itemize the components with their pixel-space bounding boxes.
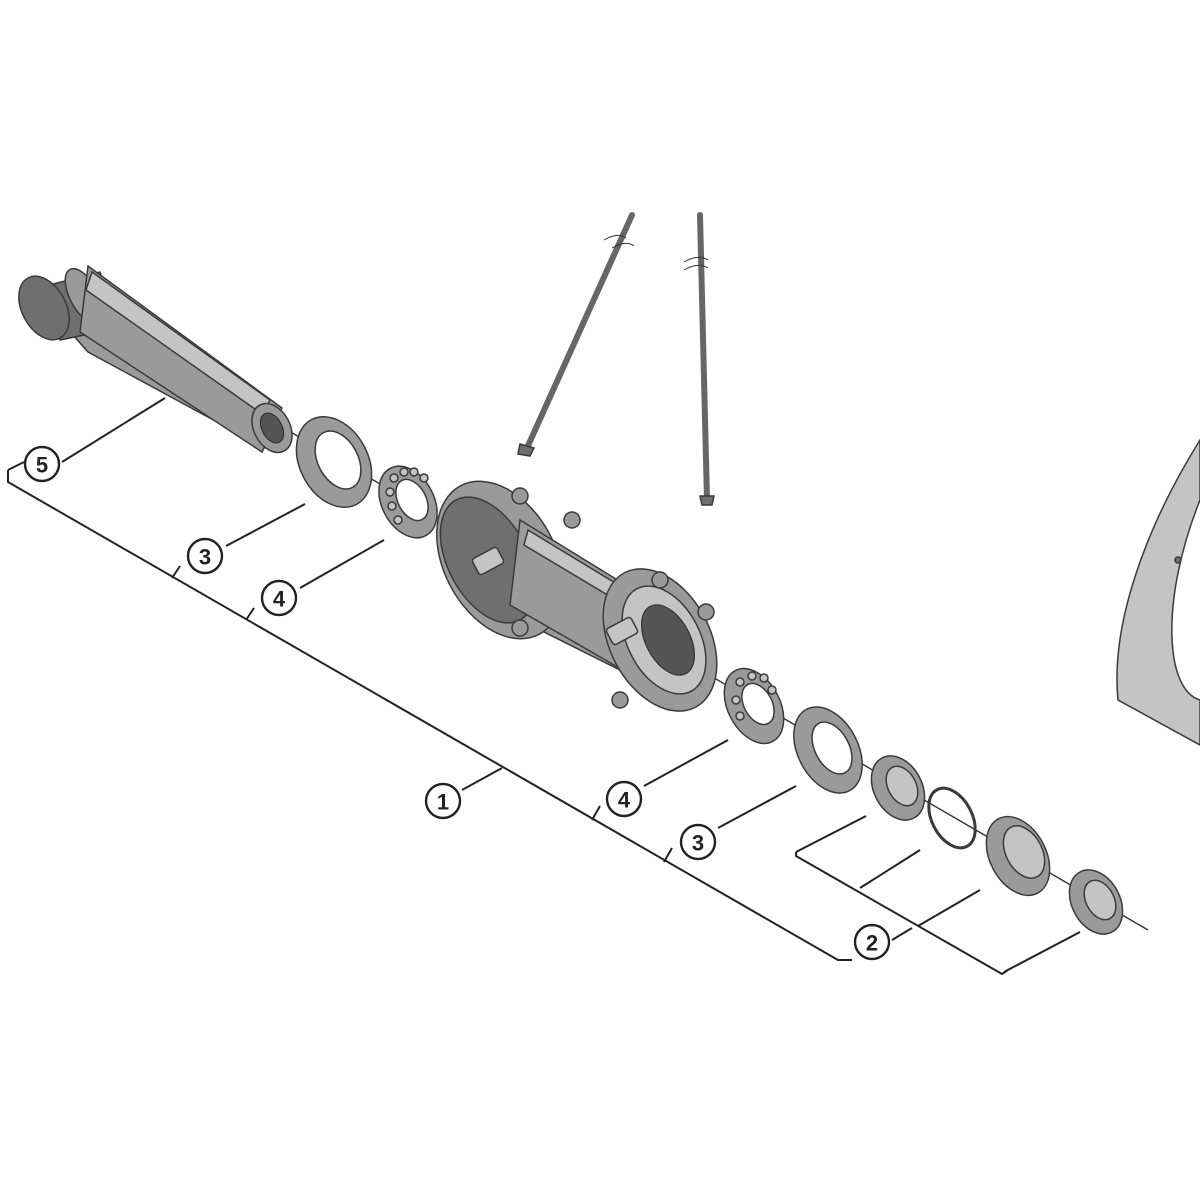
callout-5-label: 5 <box>36 453 48 478</box>
callout-4-right-label: 4 <box>618 788 631 813</box>
washer-right <box>793 706 863 794</box>
bearing-left <box>378 465 438 539</box>
end-cap <box>1068 869 1124 935</box>
rim <box>1116 438 1200 746</box>
spoke-left <box>517 212 635 457</box>
callout-5: 5 <box>23 445 61 483</box>
callout-4-right: 4 <box>605 780 643 818</box>
callout-4-left-label: 4 <box>273 587 286 612</box>
callout-3-right-label: 3 <box>692 831 704 856</box>
callout-2: 2 <box>853 923 891 961</box>
lock-nut <box>870 755 926 821</box>
callout-3-left-label: 3 <box>199 545 211 570</box>
callout-2-label: 2 <box>866 931 878 956</box>
axle <box>18 264 293 454</box>
callout-3-left: 3 <box>186 537 224 575</box>
o-ring <box>927 786 977 850</box>
bearing-right <box>723 667 785 745</box>
callout-1-label: 1 <box>437 790 449 815</box>
leader-lines <box>7 397 1081 975</box>
washer-left <box>295 415 373 509</box>
spoke-right <box>683 212 715 506</box>
hub-body <box>436 480 718 712</box>
callout-3-right: 3 <box>679 823 717 861</box>
cone <box>985 815 1051 897</box>
callout-4-left: 4 <box>260 579 298 617</box>
callout-1: 1 <box>424 782 462 820</box>
